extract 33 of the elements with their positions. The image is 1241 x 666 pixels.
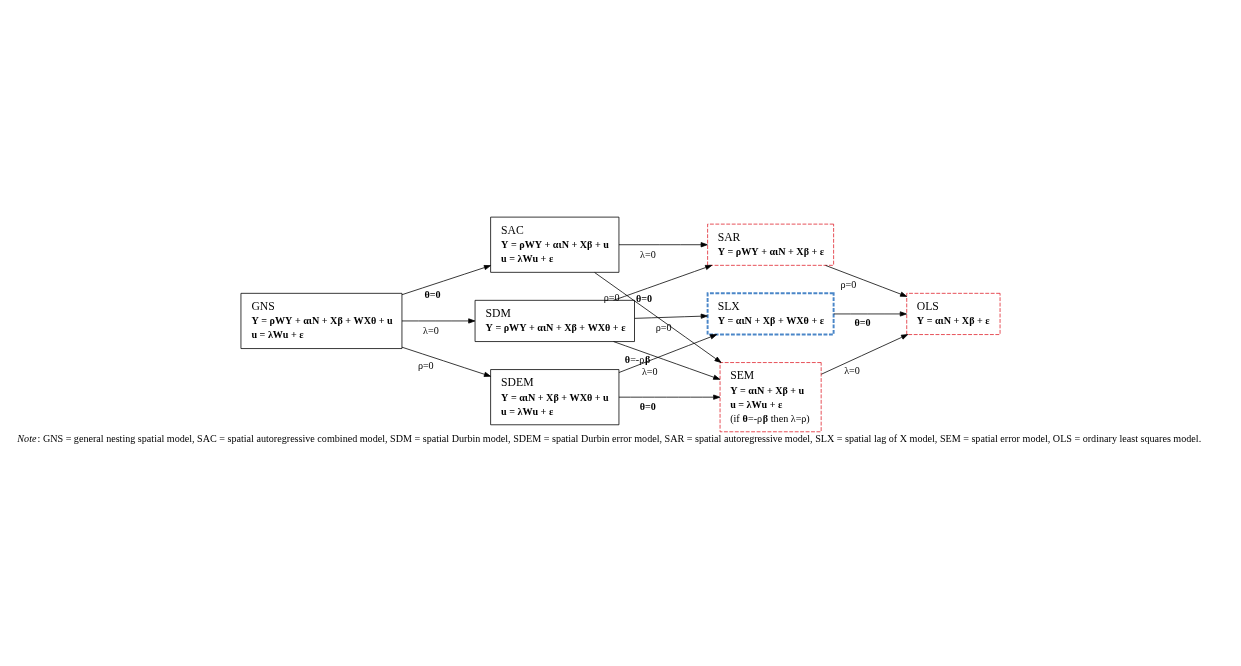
arrow [821,334,909,375]
arrow [401,265,491,296]
edge-label: θ=0 [424,288,441,300]
node-box: SLX Y = αιN + Xβ + WXθ + ε [706,292,835,336]
arrow [618,394,721,400]
arrow [833,311,907,317]
edge-label: θ=0 [854,317,871,329]
edge-label: ρ=0 [840,279,857,291]
arrow [634,313,708,319]
edge-label: λ=0 [423,325,439,337]
arrow [618,242,708,248]
edge-label: λ=0 [640,249,656,261]
arrow [825,265,908,297]
node-box: SAR Y = ρWY + αιN + Xβ + ε [707,223,834,266]
edge-label: θ=0 [639,400,656,412]
arrow [401,346,491,377]
node-box: SDEM Y = αιN + Xβ + WXθ + u u = λWu + ε [490,369,620,426]
edge-label: θ=0 [636,293,653,305]
edge-label: λ=0 [641,365,658,377]
arrow [594,272,722,363]
edge-label: ρ=0 [655,321,672,333]
edge-label: λ=0 [844,365,860,377]
node-box: GNS Y = ρWY + αιN + Xβ + WXθ + u u = λWu + ε [240,292,403,349]
node-box: OLS Y = αιN + Xβ + ε [906,292,1001,335]
arrow [401,318,476,324]
caption: Note: GNS = general nesting spatial model, SAC = spatial autoregressive combined model, SDM = spatial Durbin model, SDEM = spatial Durbin error model, SAR = spatial autoregressive model, SLX = spatial lag of X model, SEM = spatial error model, OLS = ordinary least squares model. [17,433,1202,445]
node-box: SEM Y = αιN + Xβ + u u = λWu + ε (if θ=-ρβ then λ=ρ) [719,362,822,433]
edge-label: ρ=0 [417,360,434,372]
arrow [613,341,721,380]
arrow [613,264,713,301]
arrow [618,334,718,373]
edge-label: θ=-ρβ [624,354,651,366]
node-box: SAC Y = ρWY + αιN + Xβ + u u = λWu + ε [490,216,620,273]
